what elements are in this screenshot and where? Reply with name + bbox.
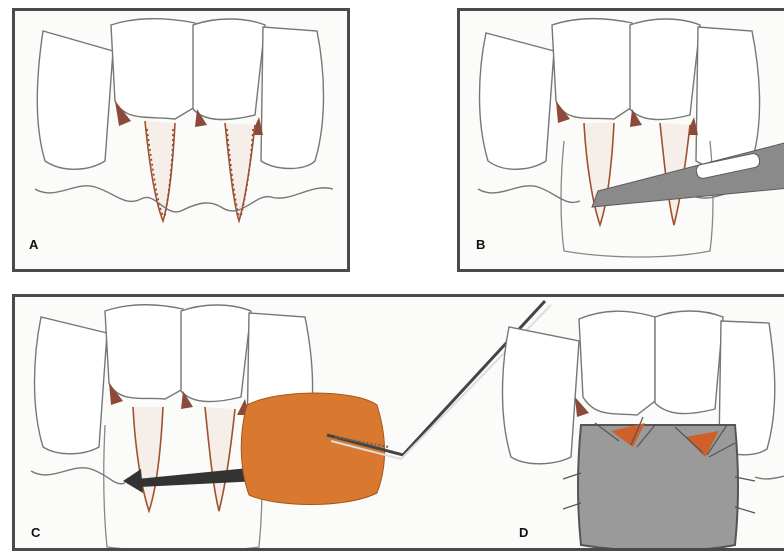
tooth-3 <box>193 19 265 120</box>
panel-c-label: C <box>31 525 40 540</box>
panel-a: A <box>12 8 350 272</box>
root-left <box>145 121 175 221</box>
gum-line <box>35 186 333 212</box>
panel-b-label: B <box>476 237 485 252</box>
panel-d-label: D <box>519 525 528 540</box>
tooth-2 <box>111 19 195 119</box>
root-right <box>225 123 255 221</box>
panel-b: B <box>457 8 784 272</box>
panel-b-illustration <box>460 11 784 272</box>
panel-a-illustration <box>15 11 350 272</box>
panel-cd-illustration <box>15 297 784 551</box>
panel-cd: C D <box>12 294 784 551</box>
tooth-1 <box>37 31 113 169</box>
panel-a-label: A <box>29 237 38 252</box>
tooth-4 <box>261 27 324 169</box>
